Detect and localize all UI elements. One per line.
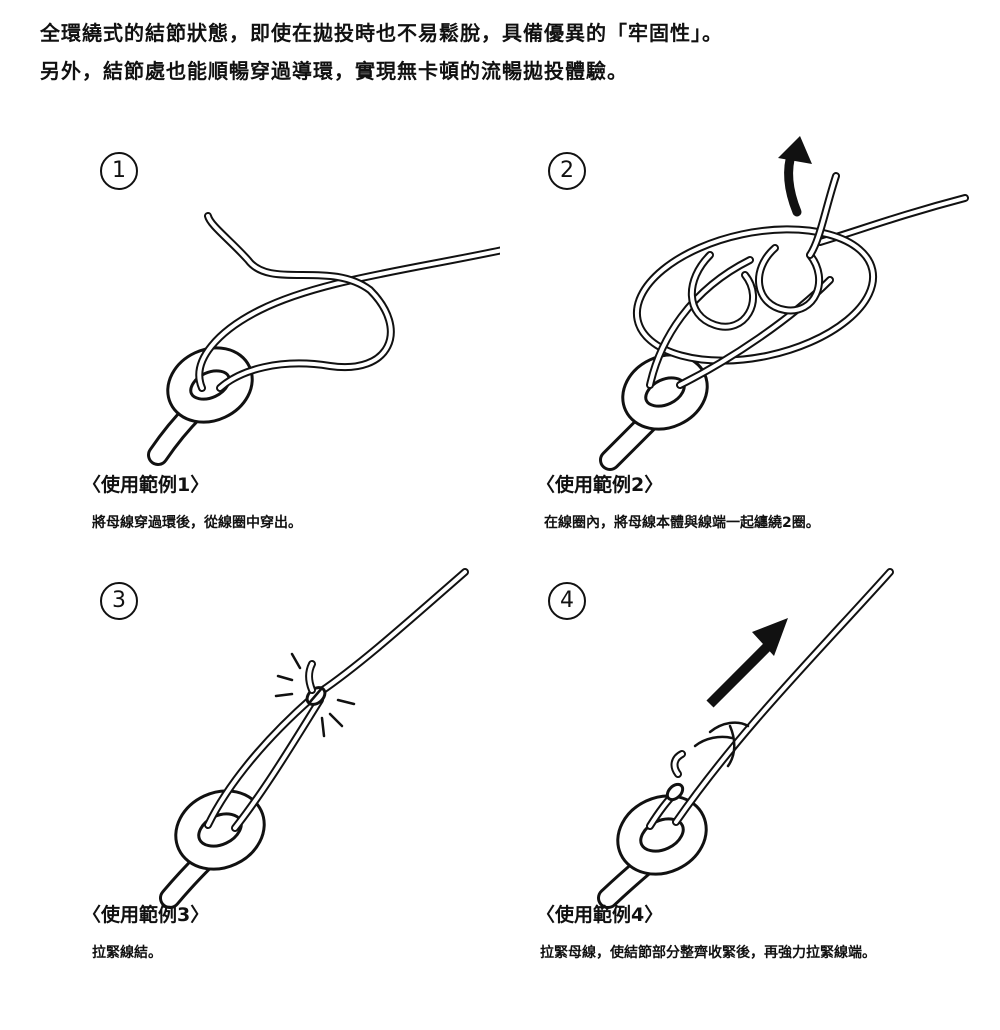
hook-eye-icon — [597, 794, 708, 909]
step-panel-4: 4 〈使用範例4〉 拉緊母線，使結節部分整齊收緊後，再強力拉緊線端。 — [500, 560, 970, 1030]
wrapped-loop-icon — [632, 172, 969, 389]
step-desc-1: 將母線穿過環後，從線圈中穿出。 — [92, 515, 302, 531]
step-title-1: 〈使用範例1〉 — [82, 474, 210, 496]
burst-lines-icon — [274, 652, 356, 738]
finished-knot-icon — [646, 568, 894, 830]
intro-text: 全環繞式的結節狀態，即使在拋投時也不易鬆脫，具備優異的「牢固性」。 另外，結節處… — [40, 14, 970, 90]
step-3-illustration — [159, 568, 469, 909]
step-2-illustration — [599, 136, 969, 471]
hook-eye-icon — [159, 789, 266, 909]
step-desc-2: 在線圈內，將母線本體與線端一起纏繞2圈。 — [544, 515, 820, 531]
step-number-1: 1 — [100, 152, 138, 190]
step-panel-1: 1 〈使用範例1〉 將母線穿過環後，從線圈中穿出。 — [30, 130, 500, 600]
step-title-3: 〈使用範例3〉 — [82, 904, 210, 926]
step-desc-4: 拉緊母線，使結節部分整齊收緊後，再強力拉緊線端。 — [540, 945, 876, 961]
step-number-4: 4 — [548, 582, 586, 620]
intro-line-1: 全環繞式的結節狀態，即使在拋投時也不易鬆脫，具備優異的「牢固性」。 — [40, 21, 723, 45]
step-panel-2: 2 〈使用範例2〉 在線圈內，將母線本體與線端一起纏繞2圈。 — [500, 130, 970, 600]
step-number-2: 2 — [548, 152, 586, 190]
intro-line-2: 另外，結節處也能順暢穿過導環，實現無卡頓的流暢拋投體驗。 — [40, 59, 628, 83]
step-title-4: 〈使用範例4〉 — [536, 904, 664, 926]
step-desc-3: 拉緊線結。 — [92, 945, 162, 961]
tight-knot-icon — [204, 568, 469, 832]
loop-line-icon — [195, 212, 500, 392]
arrow-pull-icon — [706, 618, 788, 708]
step-1-illustration — [147, 212, 500, 466]
step-4-illustration — [597, 568, 894, 909]
step-panel-3: 3 〈使用範例3〉 拉緊線結。 — [30, 560, 500, 1030]
step-number-3: 3 — [100, 582, 138, 620]
step-title-2: 〈使用範例2〉 — [536, 474, 664, 496]
arrow-up-icon — [778, 136, 812, 217]
